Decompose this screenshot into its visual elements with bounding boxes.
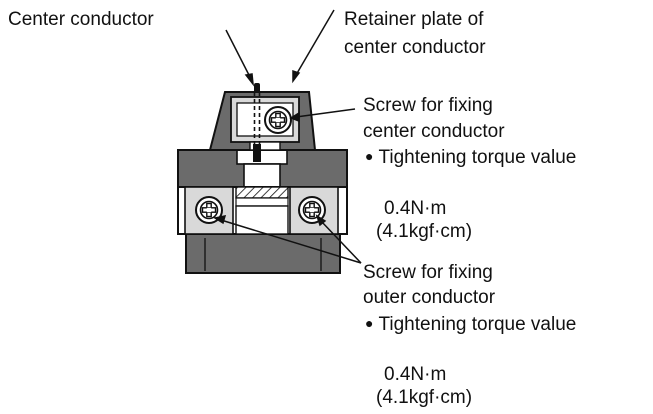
- torque-heading-2: ●Tightening torque value: [365, 314, 576, 336]
- torque-value-kgf-2: (4.1kgf·cm): [376, 387, 473, 408]
- center-screw-label-line2: center conductor: [363, 121, 505, 142]
- bullet-icon: ●: [365, 148, 374, 164]
- leader-lines: [213, 9, 362, 264]
- center-screw-icon: [264, 106, 292, 134]
- center-conductor-label: Center conductor: [8, 9, 154, 30]
- dielectric-hatch: [235, 186, 289, 199]
- retainer-plate-label-line2: center conductor: [344, 37, 486, 58]
- torque-value-si-2: 0.4N·m: [384, 364, 447, 385]
- torque-heading-1-text: Tightening torque value: [378, 147, 577, 168]
- connector-bottom-body: [185, 233, 341, 274]
- center-conductor-pin: [253, 83, 261, 162]
- outer-screw-label-line1: Screw for fixing: [363, 262, 493, 283]
- retainer-plate-label-line1: Retainer plate of: [344, 9, 484, 30]
- torque-value-kgf-1: (4.1kgf·cm): [376, 221, 473, 242]
- torque-heading-1: ●Tightening torque value: [365, 147, 576, 169]
- outer-screw-label-line2: outer conductor: [363, 287, 496, 308]
- center-screw-label-line1: Screw for fixing: [363, 95, 493, 116]
- bullet-icon: ●: [365, 315, 374, 331]
- torque-value-si-1: 0.4N·m: [384, 198, 447, 219]
- torque-heading-2-text: Tightening torque value: [378, 314, 577, 335]
